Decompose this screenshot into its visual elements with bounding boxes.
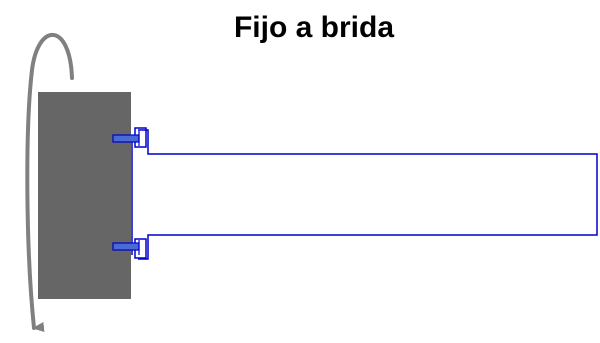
rotation-arrow-icon [25, 33, 74, 332]
diagram-title: Fijo a brida [233, 11, 395, 44]
beam-outline [138, 129, 598, 260]
wall-support [38, 92, 131, 299]
top-flange-bolt [112, 127, 147, 148]
bottom-flange-bolt [112, 238, 147, 259]
